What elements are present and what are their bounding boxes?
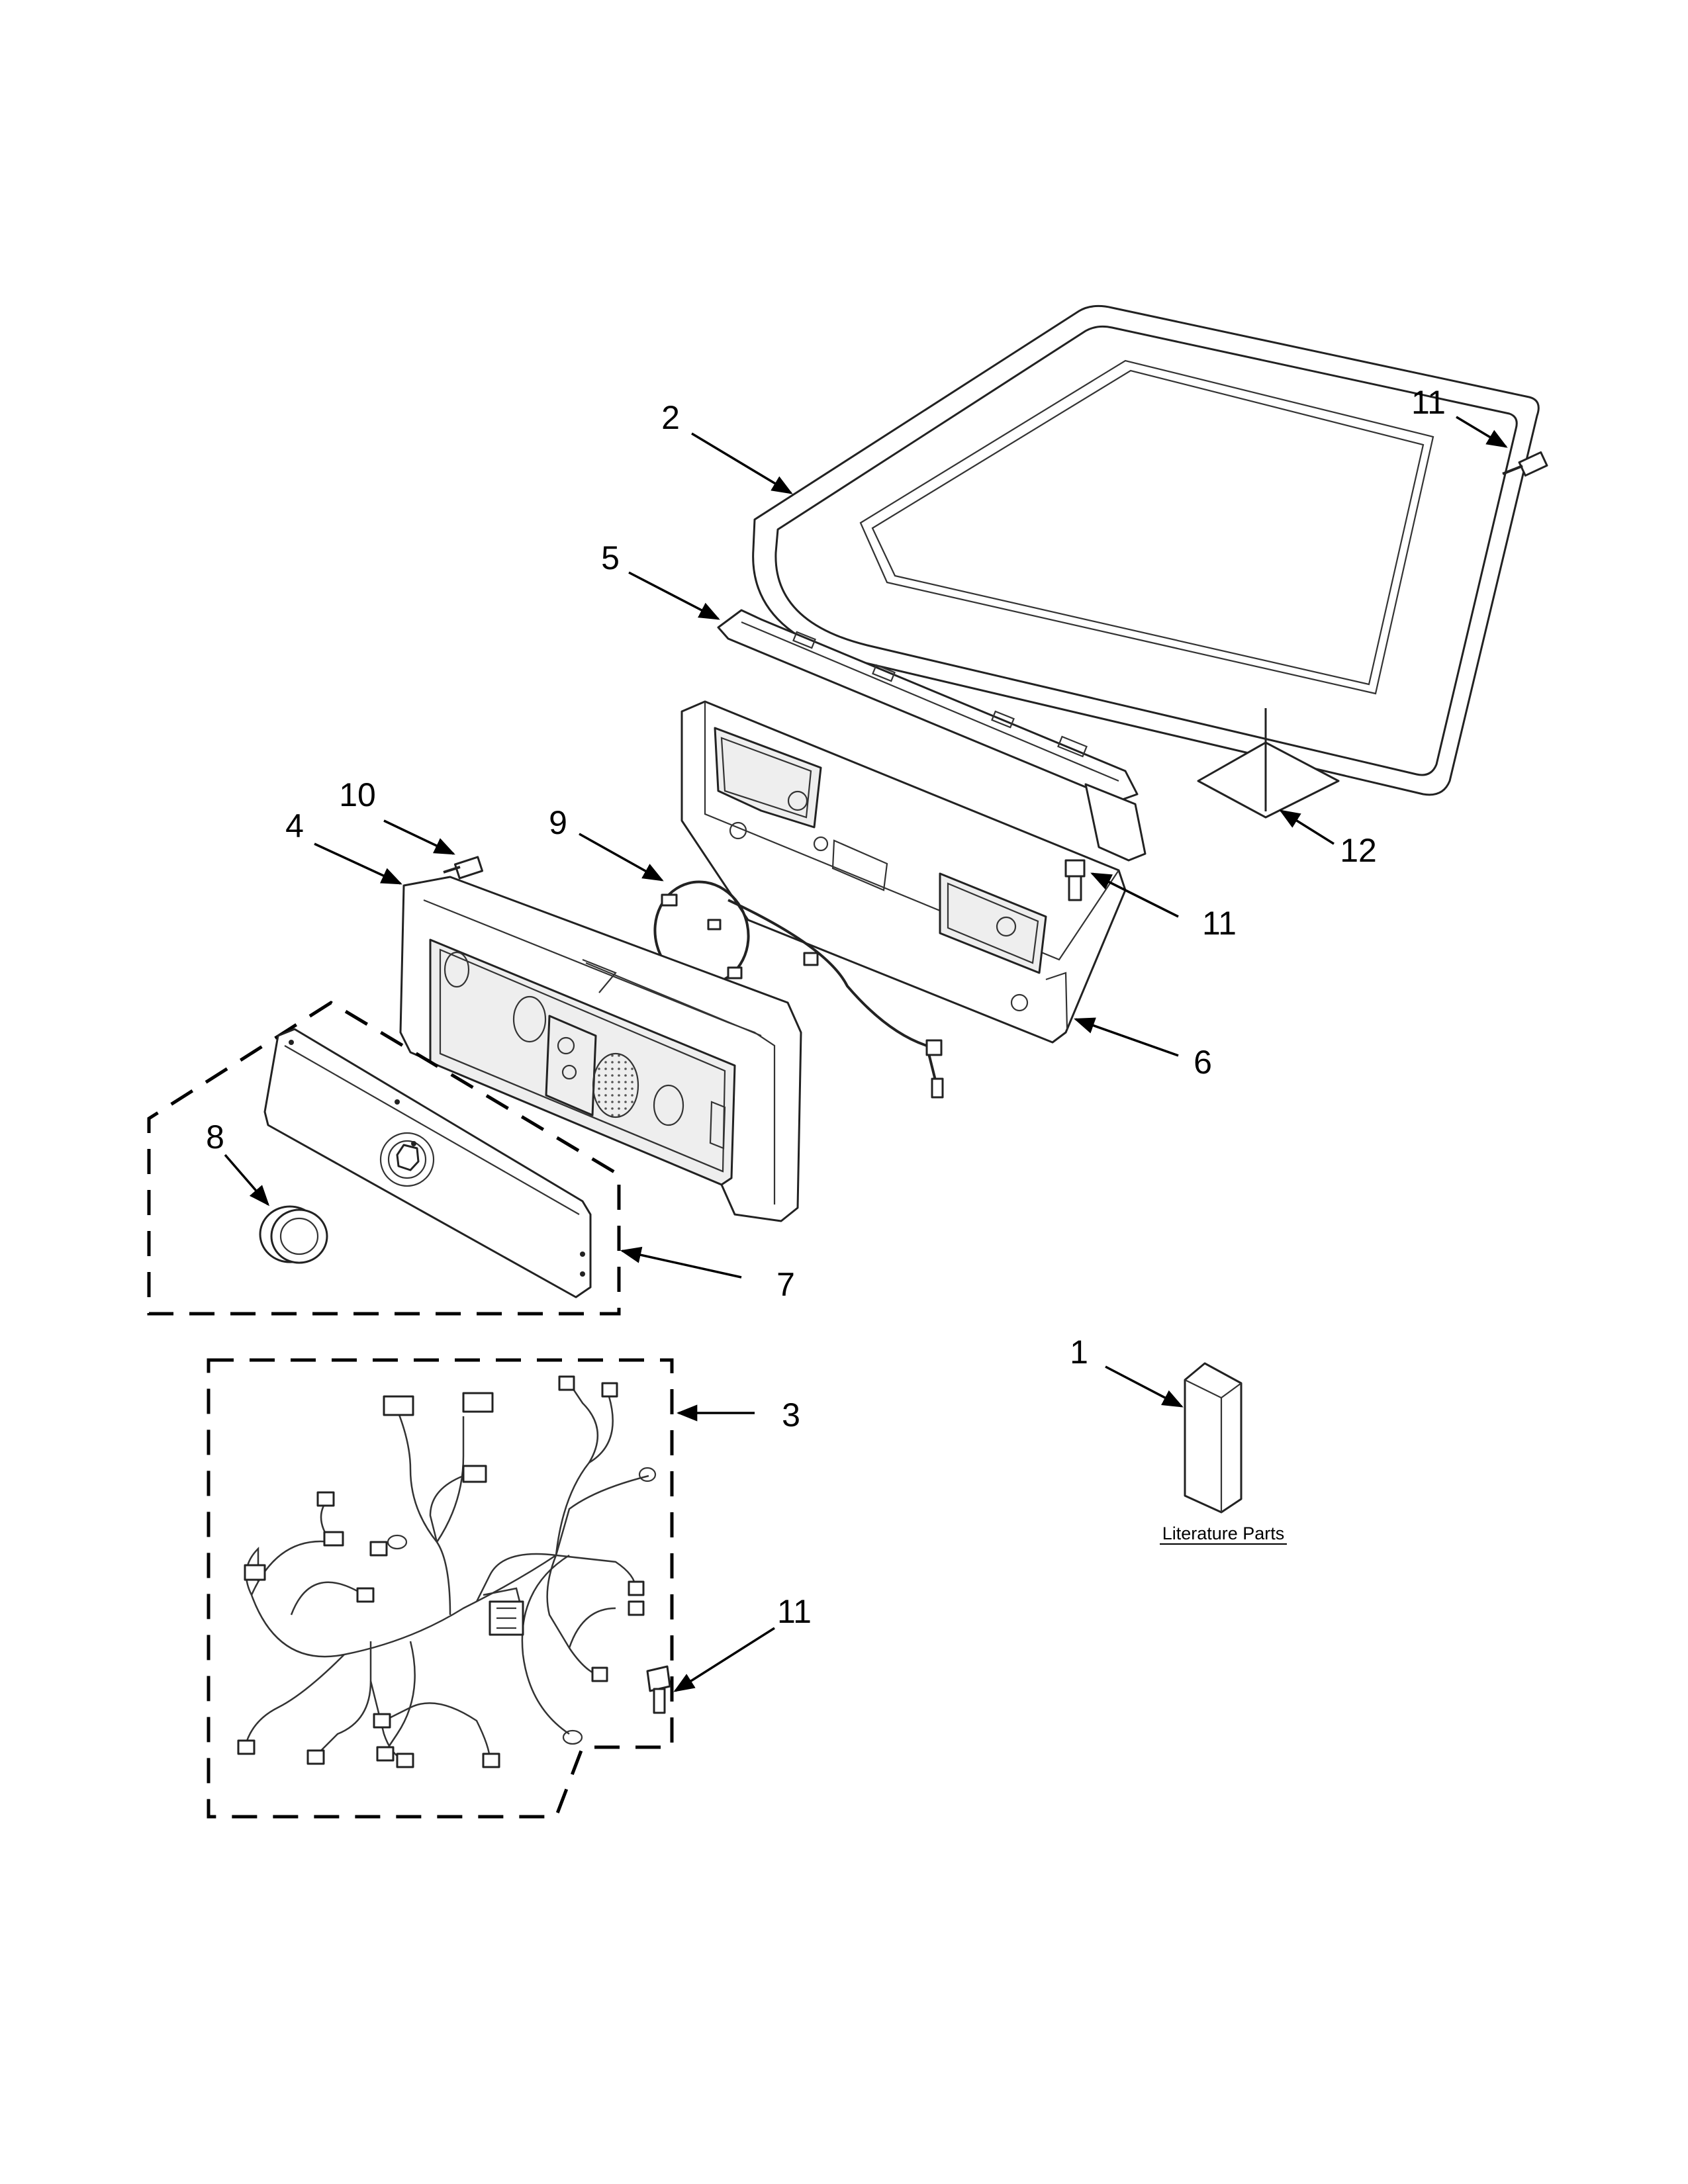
- callout-8: 8: [206, 1118, 224, 1156]
- callout-12: 12: [1340, 832, 1377, 869]
- part-12-pad: [1197, 708, 1340, 819]
- leader-7: [620, 1246, 742, 1279]
- callout-9: 9: [549, 804, 567, 841]
- callout-2: 2: [661, 399, 680, 436]
- leader-4: [314, 842, 402, 885]
- leader-1: [1105, 1365, 1184, 1408]
- leader-5: [628, 571, 720, 620]
- leader-6: [1074, 1017, 1179, 1057]
- leader-11b: [1090, 872, 1179, 918]
- part-11-screw-mid: [1064, 859, 1086, 901]
- leader-12: [1279, 809, 1335, 845]
- leader-8: [224, 1154, 270, 1206]
- group-7-outline: [147, 1001, 621, 1316]
- leader-11a: [1456, 416, 1508, 448]
- part-2-top-panel: [752, 304, 1540, 796]
- leader-arrows: [224, 416, 1508, 1692]
- callout-11-top: 11: [1411, 384, 1446, 421]
- leader-10: [383, 819, 455, 855]
- callout-10: 10: [339, 776, 376, 813]
- part-9-wire-loop: [653, 880, 944, 1099]
- part-7-panel-face: [263, 1028, 592, 1298]
- callout-1: 1: [1070, 1334, 1088, 1371]
- part-6-console-back: [680, 700, 1127, 1044]
- part-5-bracket: [717, 609, 1147, 862]
- part-1-literature: [1184, 1362, 1243, 1514]
- callout-11-bottom: 11: [777, 1593, 812, 1630]
- leader-11c: [673, 1627, 775, 1692]
- callout-11-mid: 11: [1202, 905, 1237, 942]
- part-10-screw: [443, 856, 484, 880]
- part-8-knob: [259, 1205, 328, 1264]
- part-4-console: [399, 876, 802, 1222]
- callout-4: 4: [285, 807, 304, 844]
- callout-5: 5: [601, 539, 620, 576]
- part-11-screw-bottom: [646, 1665, 671, 1714]
- literature-caption: Literature Parts: [1162, 1524, 1285, 1543]
- group-3-outline: [207, 1358, 674, 1819]
- leader-9: [579, 833, 664, 882]
- part-11-screw-top: [1502, 451, 1548, 477]
- callout-3: 3: [782, 1396, 800, 1433]
- leader-2: [691, 432, 793, 494]
- part-3-wire-harness: [237, 1375, 657, 1768]
- callout-6: 6: [1194, 1044, 1212, 1081]
- callout-7: 7: [776, 1266, 795, 1303]
